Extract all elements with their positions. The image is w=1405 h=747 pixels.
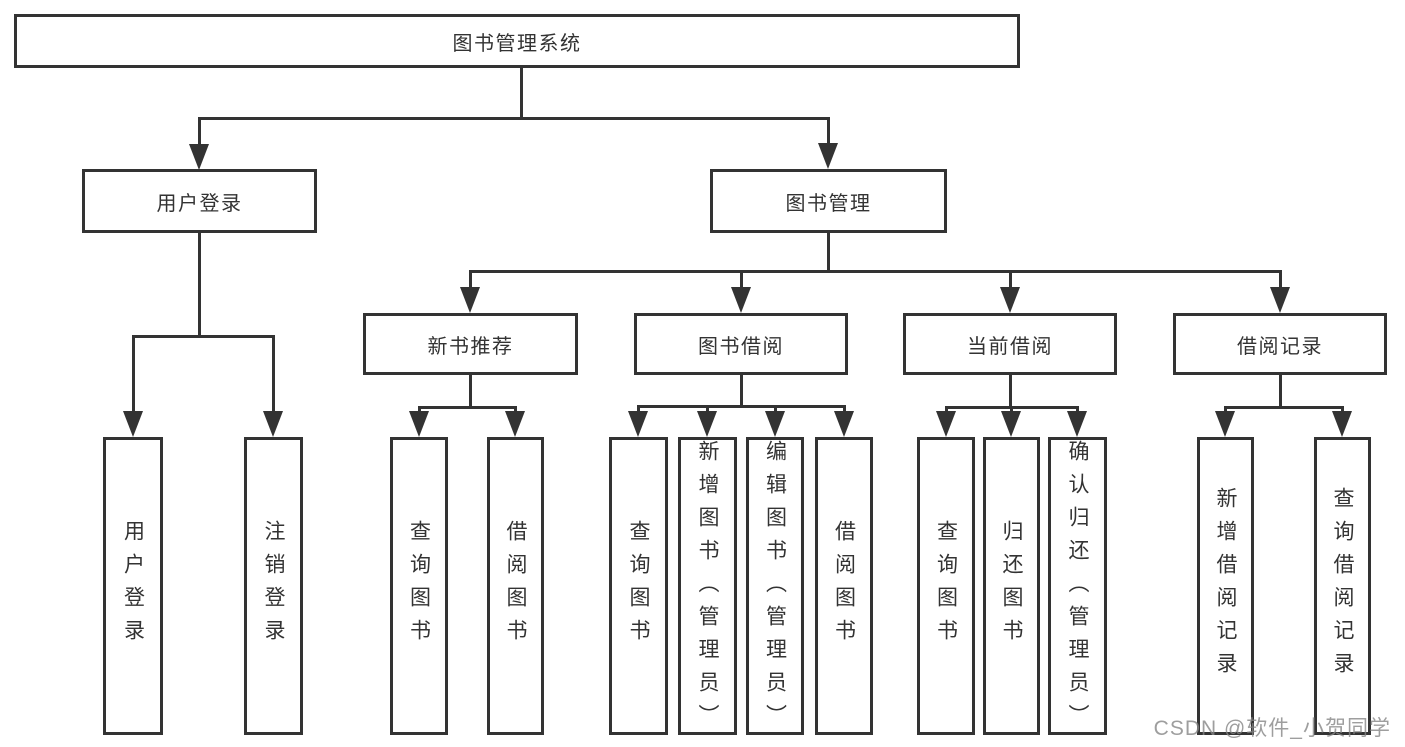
leaf-newbook-borrow-books: 借阅图书 [487, 437, 544, 735]
leaf-record-add: 新增借阅记录 [1197, 437, 1254, 735]
arrowhead-borrow-record [1270, 287, 1290, 313]
arrowhead-nb-borrow [505, 411, 525, 437]
node-current-borrow: 当前借阅 [903, 313, 1117, 375]
arrowhead-current-borrow [1000, 287, 1020, 313]
leaf-newbook-query-books-label: 查询图书 [407, 520, 431, 652]
arrowhead-cb-query [936, 411, 956, 437]
connector-bb-borrow-drop [843, 405, 846, 415]
arrowhead-bb-borrow [834, 411, 854, 437]
leaf-borrow-borrow-books-label: 借阅图书 [832, 520, 856, 652]
leaf-record-query: 查询借阅记录 [1314, 437, 1371, 735]
node-book-management-label: 图书管理 [785, 192, 872, 215]
arrowhead-book-mgmt [818, 143, 838, 169]
leaf-logout: 注销登录 [244, 437, 303, 735]
arrowhead-cb-return [1001, 411, 1021, 437]
arrowhead-br-add [1215, 411, 1235, 437]
leaf-borrow-query-books: 查询图书 [609, 437, 668, 735]
leaf-logout-label: 注销登录 [262, 520, 285, 652]
leaf-borrow-edit-books: 编辑图书（管理员） [746, 437, 804, 737]
leaf-borrow-add-books-label: 新增图书（管理员） [696, 440, 719, 737]
arrowhead-cb-confirm [1067, 411, 1087, 437]
node-current-borrow-label: 当前借阅 [967, 335, 1053, 358]
node-user-login: 用户登录 [82, 169, 317, 233]
leaf-newbook-query-books: 查询图书 [390, 437, 448, 735]
connector-book-borrow-stem [740, 375, 743, 408]
leaf-borrow-edit-books-label: 编辑图书（管理员） [763, 440, 787, 737]
node-borrow-record-label: 借阅记录 [1237, 335, 1323, 358]
arrowhead-nb-query [409, 411, 429, 437]
arrowhead-br-query [1332, 411, 1352, 437]
connector-bb-edit-drop [774, 405, 777, 415]
leaf-current-return-books-label: 归还图书 [1000, 520, 1023, 652]
node-root-label: 图书管理系统 [452, 32, 582, 55]
leaf-record-add-label: 新增借阅记录 [1214, 487, 1237, 685]
leaf-current-query-books-label: 查询图书 [934, 520, 958, 652]
node-book-management: 图书管理 [710, 169, 947, 233]
connector-new-book-drop [469, 270, 472, 292]
leaf-user-login: 用户登录 [103, 437, 163, 735]
connector-root-stem [520, 66, 523, 119]
connector-leaf-user-login-drop [132, 335, 135, 415]
connector-level2-rail [198, 117, 830, 120]
connector-book-borrow-rail [637, 405, 846, 408]
node-new-book-recommend: 新书推荐 [363, 313, 578, 375]
arrowhead-bb-query [628, 411, 648, 437]
leaf-newbook-borrow-books-label: 借阅图书 [504, 520, 527, 652]
connector-current-borrow-stem2 [1009, 375, 1012, 409]
connector-bb-query-drop [637, 405, 640, 415]
leaf-current-confirm-return-label: 确认归还（管理员） [1066, 440, 1089, 737]
arrowhead-leaf-logout [263, 411, 283, 437]
arrowhead-bb-add [697, 411, 717, 437]
leaf-current-confirm-return: 确认归还（管理员） [1048, 437, 1107, 737]
connector-new-book-stem [469, 375, 472, 409]
leaf-user-login-label: 用户登录 [121, 520, 145, 652]
arrowhead-user-login [189, 144, 209, 170]
node-book-borrow: 图书借阅 [634, 313, 848, 375]
node-borrow-record: 借阅记录 [1173, 313, 1387, 375]
connector-book-borrow-drop [740, 270, 743, 292]
connector-bb-add-drop [706, 405, 709, 415]
leaf-current-return-books: 归还图书 [983, 437, 1040, 735]
arrowhead-bb-edit [765, 411, 785, 437]
connector-book-mgmt-stem [827, 233, 830, 273]
leaf-borrow-add-books: 新增图书（管理员） [678, 437, 737, 737]
connector-user-login-drop [198, 117, 201, 149]
node-user-login-label: 用户登录 [156, 192, 243, 215]
connector-new-book-rail [418, 406, 517, 409]
connector-user-login-rail [132, 335, 275, 338]
connector-borrow-record-rail [1224, 406, 1344, 409]
connector-leaf-logout-drop [272, 335, 275, 415]
arrowhead-leaf-user-login [123, 411, 143, 437]
connector-level3-rail [469, 270, 1282, 273]
node-new-book-recommend-label: 新书推荐 [427, 335, 514, 358]
arrowhead-new-book [460, 287, 480, 313]
connector-borrow-record-drop [1279, 270, 1282, 292]
leaf-current-query-books: 查询图书 [917, 437, 975, 735]
connector-user-login-stem [198, 233, 201, 338]
csdn-watermark: CSDN @软件_小贺同学 [1153, 717, 1391, 740]
node-book-borrow-label: 图书借阅 [698, 335, 784, 358]
connector-current-borrow-drop [1009, 270, 1012, 292]
connector-borrow-record-stem [1279, 375, 1282, 409]
node-root: 图书管理系统 [14, 14, 1020, 68]
leaf-borrow-query-books-label: 查询图书 [627, 520, 650, 652]
leaf-record-query-label: 查询借阅记录 [1331, 487, 1354, 685]
arrowhead-book-borrow [731, 287, 751, 313]
leaf-borrow-borrow-books: 借阅图书 [815, 437, 873, 735]
connector-book-mgmt-drop [827, 117, 830, 149]
